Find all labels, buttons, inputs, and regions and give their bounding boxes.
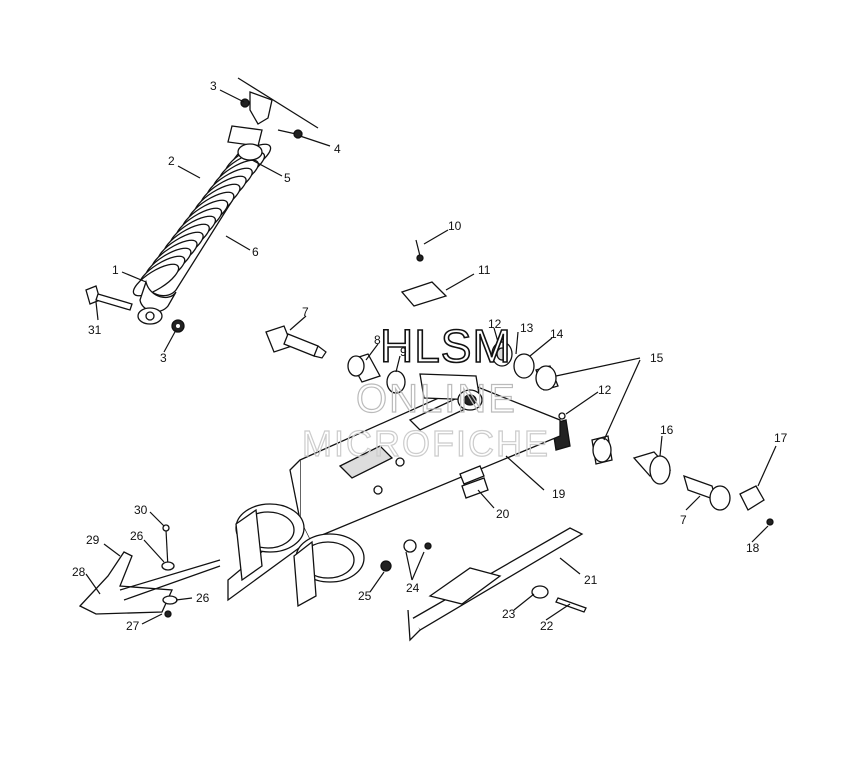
callout-21: 21 xyxy=(584,573,598,587)
watermark: HLSM ONLINE MICROFICHE xyxy=(301,319,550,464)
bushing-23 xyxy=(531,585,549,599)
shock-lower-nut-3 xyxy=(171,319,185,333)
bushing-8 xyxy=(347,353,381,383)
pivot-bolt-7-right xyxy=(683,474,731,511)
callout-24: 24 xyxy=(406,581,420,595)
watermark-line-3: MICROFICHE xyxy=(302,423,550,464)
swing-arm-tube-right xyxy=(293,533,365,608)
callout-15: 15 xyxy=(650,351,664,365)
callout-labels: 3 4 2 5 6 1 31 3 7 8 9 10 11 12 13 14 15… xyxy=(72,79,788,633)
callout-18: 18 xyxy=(746,541,760,555)
slider-21 xyxy=(407,527,584,642)
bracket-28-29 xyxy=(78,551,221,615)
shock-mount-bracket xyxy=(227,77,319,147)
callout-3a: 3 xyxy=(210,79,217,93)
callout-4: 4 xyxy=(334,142,341,156)
callout-29: 29 xyxy=(86,533,100,547)
nut-27 xyxy=(164,610,172,618)
callout-17: 17 xyxy=(774,431,788,445)
callout-30: 30 xyxy=(134,503,148,517)
callout-22: 22 xyxy=(540,619,554,633)
watermark-line-1: HLSM xyxy=(380,320,512,372)
leader-lines xyxy=(85,89,777,625)
bushing-15-lower xyxy=(591,435,613,465)
callout-1: 1 xyxy=(112,263,119,277)
callout-10: 10 xyxy=(448,219,462,233)
callout-26a: 26 xyxy=(130,529,144,543)
callout-16: 16 xyxy=(660,423,674,437)
watermark-line-2: ONLINE xyxy=(356,377,517,421)
callout-12b: 12 xyxy=(598,383,612,397)
bolt-22 xyxy=(555,597,587,613)
callout-28: 28 xyxy=(72,565,86,579)
callout-9: 9 xyxy=(400,345,407,359)
retainer-17 xyxy=(739,485,765,511)
shock-mount-bolt-31 xyxy=(85,285,133,311)
nut-25 xyxy=(380,560,392,572)
bushing-15-upper xyxy=(535,365,559,391)
callout-5: 5 xyxy=(284,171,291,185)
callout-20: 20 xyxy=(496,507,510,521)
callout-11: 11 xyxy=(478,263,491,277)
bearing-14 xyxy=(513,353,535,379)
seal-12-13 xyxy=(491,341,513,367)
callout-7b: 7 xyxy=(680,513,687,527)
washer-26 xyxy=(161,561,178,605)
callout-2: 2 xyxy=(168,154,175,168)
callout-31: 31 xyxy=(88,323,102,337)
callout-7a: 7 xyxy=(302,305,309,319)
callout-23: 23 xyxy=(502,607,516,621)
pivot-bolt-7-left xyxy=(265,325,327,359)
callout-12a: 12 xyxy=(488,317,502,331)
bolt-10 xyxy=(415,239,424,262)
callout-25: 25 xyxy=(358,589,372,603)
callout-13: 13 xyxy=(520,321,534,335)
callout-8: 8 xyxy=(374,333,381,347)
callout-14: 14 xyxy=(550,327,564,341)
callout-26b: 26 xyxy=(196,591,210,605)
callout-27: 27 xyxy=(126,619,140,633)
shock-bolt-4 xyxy=(277,129,303,139)
callout-19: 19 xyxy=(552,487,566,501)
pivot-shaft-16 xyxy=(632,451,672,485)
plate-11 xyxy=(400,281,448,307)
bolt-18 xyxy=(766,518,774,526)
shock-absorber-spring xyxy=(132,143,272,325)
callout-6: 6 xyxy=(252,245,259,259)
guard-20 xyxy=(461,477,489,499)
shock-nut-3 xyxy=(240,98,250,108)
callout-3b: 3 xyxy=(160,351,167,365)
nut-24 xyxy=(403,539,432,553)
swing-arm-tube-left xyxy=(235,503,305,582)
